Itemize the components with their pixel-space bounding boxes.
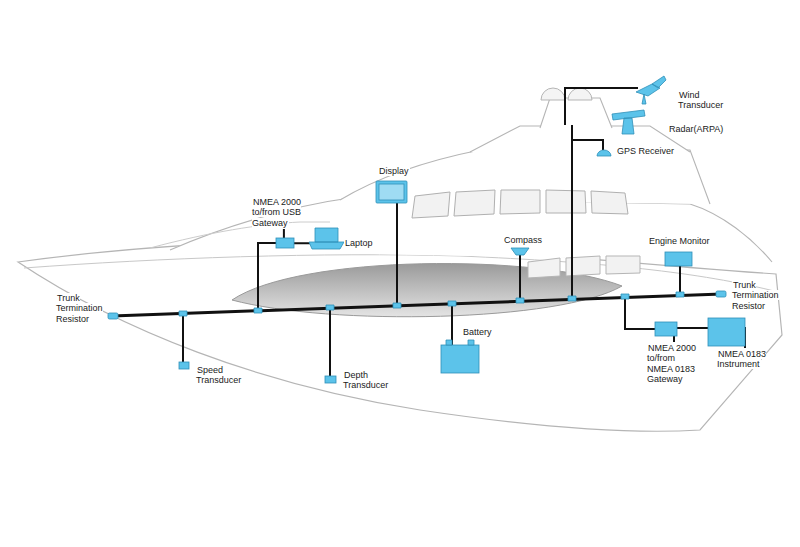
usb-gateway-icon	[276, 238, 294, 248]
laptop-icon	[309, 228, 344, 249]
device-label: Battery	[462, 327, 493, 337]
device-label: Speed Transducer	[196, 365, 248, 386]
nmea0183-gateway-icon	[655, 322, 677, 336]
termination-resistor-icon	[716, 291, 726, 297]
device-label: NMEA 2000 to/from USB Gateway	[252, 197, 310, 228]
device-node: Radar(ARPA)	[668, 124, 724, 134]
radar-domes	[541, 88, 592, 100]
device-label: NMEA 0183 Instrument	[717, 349, 773, 370]
wind-vane-icon	[636, 76, 666, 104]
device-label: NMEA 2000 to/from NMEA 0183 Gateway	[647, 343, 701, 384]
display-icon	[376, 181, 407, 203]
device-label: GPS Receiver	[616, 146, 675, 156]
device-node: NMEA 2000 to/from NMEA 0183 Gateway	[647, 343, 701, 384]
backbone-trunk	[112, 294, 722, 316]
device-label: Wind Transducer	[678, 90, 730, 111]
device-label: Radar(ARPA)	[668, 124, 724, 134]
device-node: GPS Receiver	[616, 146, 675, 156]
engine-monitor-icon	[665, 252, 692, 266]
radar-icon	[612, 110, 645, 134]
device-node: Wind Transducer	[678, 90, 730, 111]
depth-transducer-icon	[325, 376, 336, 383]
tee-connectors	[179, 292, 684, 316]
aft-windows	[528, 256, 640, 278]
device-node: Battery	[462, 327, 493, 337]
drop-cables	[183, 88, 680, 377]
device-label: Depth Transducer	[343, 370, 395, 391]
device-label: Laptop	[344, 238, 374, 248]
device-node: NMEA 2000 to/from USB Gateway	[252, 197, 310, 228]
hull-outline	[18, 240, 782, 431]
device-label: Engine Monitor	[648, 236, 711, 246]
nmea0183-instrument-icon	[708, 318, 745, 346]
device-node: Engine Monitor	[648, 236, 711, 246]
device-label: Trunk Termination Resistor	[732, 280, 788, 311]
device-node: Speed Transducer	[196, 365, 248, 386]
device-node: Compass	[503, 235, 543, 245]
device-node: Display	[378, 166, 410, 176]
compass-icon	[511, 248, 529, 255]
windows	[412, 190, 628, 218]
speed-transducer-icon	[179, 362, 189, 369]
device-node: NMEA 0183 Instrument	[717, 349, 773, 370]
device-node: Trunk Termination Resistor	[732, 280, 788, 311]
display-screen	[379, 184, 404, 200]
device-label: Compass	[503, 235, 543, 245]
device-node: Depth Transducer	[343, 370, 395, 391]
battery-terminals	[446, 340, 474, 345]
device-label: Display	[378, 166, 410, 176]
device-node: Laptop	[344, 238, 374, 248]
termination-resistor-icon	[108, 313, 118, 319]
device-label: Trunk Termination Resistor	[56, 293, 110, 324]
device-node: Trunk Termination Resistor	[56, 293, 110, 324]
gps-icon	[597, 150, 611, 156]
battery-icon	[441, 345, 479, 373]
radar-arch	[540, 98, 612, 128]
